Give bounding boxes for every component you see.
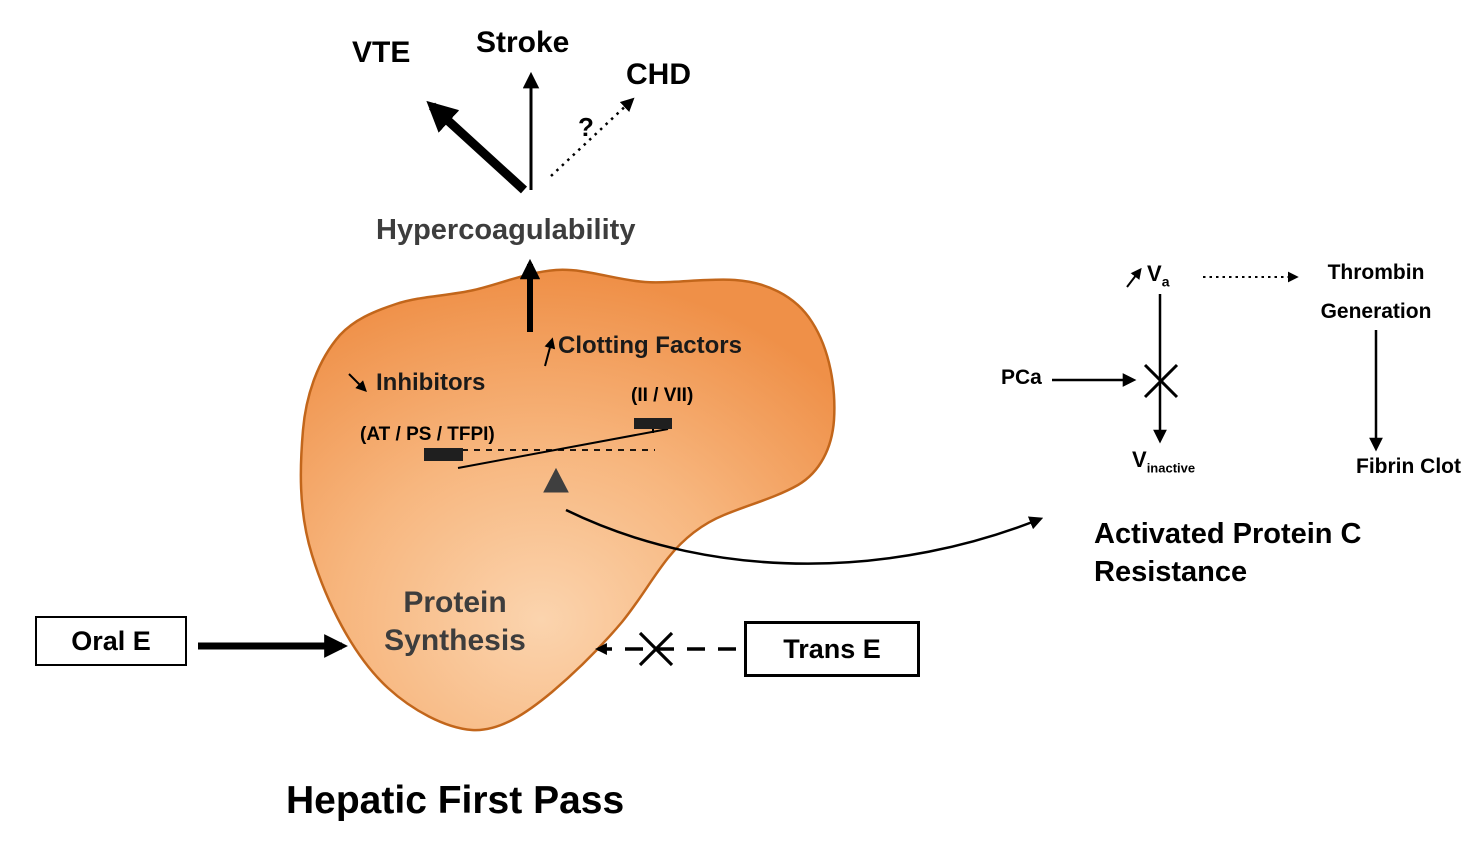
hypercoagulability-label: Hypercoagulability xyxy=(376,214,636,246)
vte-label: VTE xyxy=(352,36,411,69)
pca-x-cross-icon xyxy=(1143,363,1179,399)
clotting-factors-label: Clotting Factors xyxy=(558,332,742,359)
trans-e-label: Trans E xyxy=(783,633,881,664)
liver-shape xyxy=(299,268,836,732)
protein-synthesis-line1: Protein xyxy=(403,586,507,619)
chd-label: CHD xyxy=(626,58,691,91)
thrombin-line2: Generation xyxy=(1320,300,1432,323)
decrease-inhibitors-arrow-icon xyxy=(348,373,367,392)
arrow-liver-to-apc xyxy=(565,508,1044,565)
va-label: Va xyxy=(1147,261,1170,290)
v-inactive-subscript: inactive xyxy=(1146,460,1196,476)
inhibitors-detail-label: (AT / PS / TFPI) xyxy=(360,424,495,445)
apc-resistance-line2: Resistance xyxy=(1094,556,1248,588)
balance-scale-icon xyxy=(424,418,672,493)
thrombin-generation-label: Thrombin Generation xyxy=(1290,253,1462,331)
fibrin-clot-label: Fibrin Clot xyxy=(1356,455,1461,478)
apc-va-increase-arrow-icon xyxy=(1126,267,1142,288)
v-inactive-label: Vinactive xyxy=(1132,447,1196,476)
clotting-factors-detail-label: (II / VII) xyxy=(631,385,694,406)
oral-e-label: Oral E xyxy=(71,625,151,656)
increase-clotting-arrow-icon xyxy=(544,337,556,367)
trans-e-box: Trans E xyxy=(744,621,920,677)
question-mark-label: ? xyxy=(578,112,594,142)
stroke-label: Stroke xyxy=(476,26,570,59)
arrow-hyper-to-vte xyxy=(426,100,528,194)
va-subscript: a xyxy=(1161,273,1170,290)
inhibitors-label: Inhibitors xyxy=(376,369,486,396)
trans-blocked-arrow xyxy=(595,631,736,667)
diagram-title: Hepatic First Pass xyxy=(286,779,625,822)
thrombin-line1: Thrombin xyxy=(1327,261,1425,284)
oral-e-box: Oral E xyxy=(35,616,187,666)
protein-synthesis-line2: Synthesis xyxy=(384,624,526,657)
pca-label: PCa xyxy=(1001,366,1042,389)
protein-synthesis-label: Protein Synthesis xyxy=(330,584,580,660)
trans-x-cross-icon xyxy=(638,631,674,667)
apc-resistance-line1: Activated Protein C xyxy=(1094,518,1362,550)
